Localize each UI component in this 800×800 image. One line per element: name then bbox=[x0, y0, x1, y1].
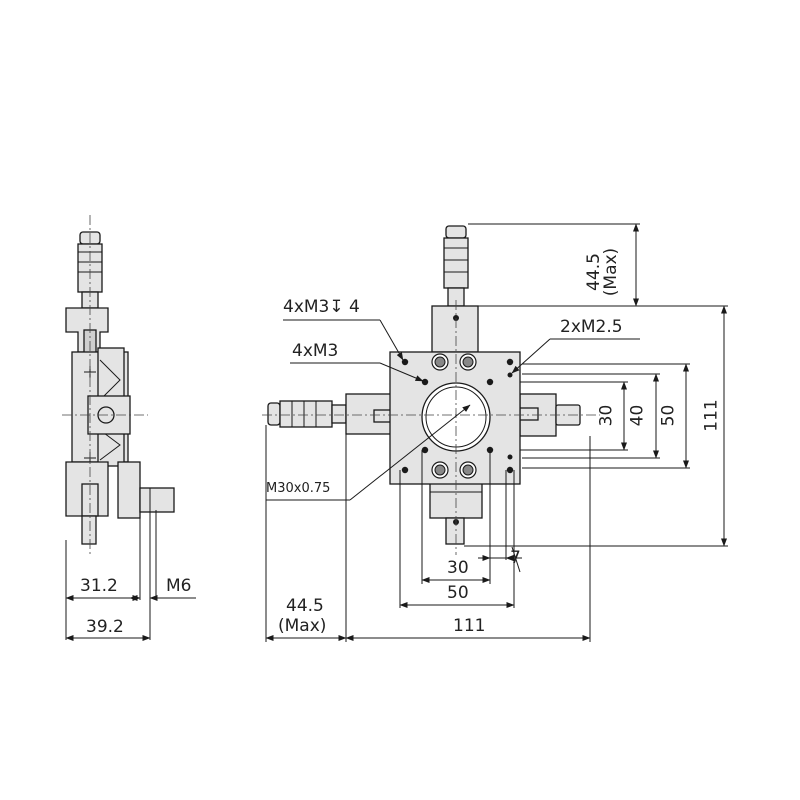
front-view bbox=[262, 223, 728, 642]
dim-30-horizontal-label: 30 bbox=[447, 558, 469, 578]
dim-7-label: 7 bbox=[510, 548, 521, 568]
dim-111-vertical-label: 111 bbox=[701, 399, 722, 432]
counterbore-screws bbox=[431, 353, 477, 479]
left-micrometer bbox=[267, 393, 393, 435]
dim-40-vertical-label: 40 bbox=[627, 404, 648, 427]
callout-center-thread: M30x0.75 bbox=[266, 481, 331, 496]
side-mount-plate bbox=[139, 487, 175, 513]
dim-111-horizontal-label: 111 bbox=[453, 616, 486, 636]
callout-m25: 2xM2.5 bbox=[560, 317, 623, 337]
dim-44-5-left-label: 44.5 bbox=[286, 596, 324, 616]
dim-50-vertical-label: 50 bbox=[658, 404, 679, 427]
side-view bbox=[62, 215, 196, 641]
dim-30-vertical-label: 30 bbox=[596, 404, 617, 427]
top-micrometer bbox=[431, 225, 479, 353]
dim-31-2-label: 31.2 bbox=[80, 576, 118, 596]
dim-max-top-value: (Max) bbox=[601, 247, 621, 297]
callout-through-holes: 4xM3 bbox=[292, 341, 339, 361]
dim-max-left-label: (Max) bbox=[278, 616, 327, 636]
dim-44-5-top-label: 44.5 (Max) bbox=[584, 246, 621, 298]
dim-39-2-label: 39.2 bbox=[86, 617, 124, 637]
mounting-holes bbox=[401, 315, 514, 525]
dim-m6-label: M6 bbox=[166, 576, 192, 596]
callout-tapped-holes: 4xM3↧ 4 bbox=[283, 297, 360, 317]
dim-50-horizontal-label: 50 bbox=[447, 583, 469, 603]
